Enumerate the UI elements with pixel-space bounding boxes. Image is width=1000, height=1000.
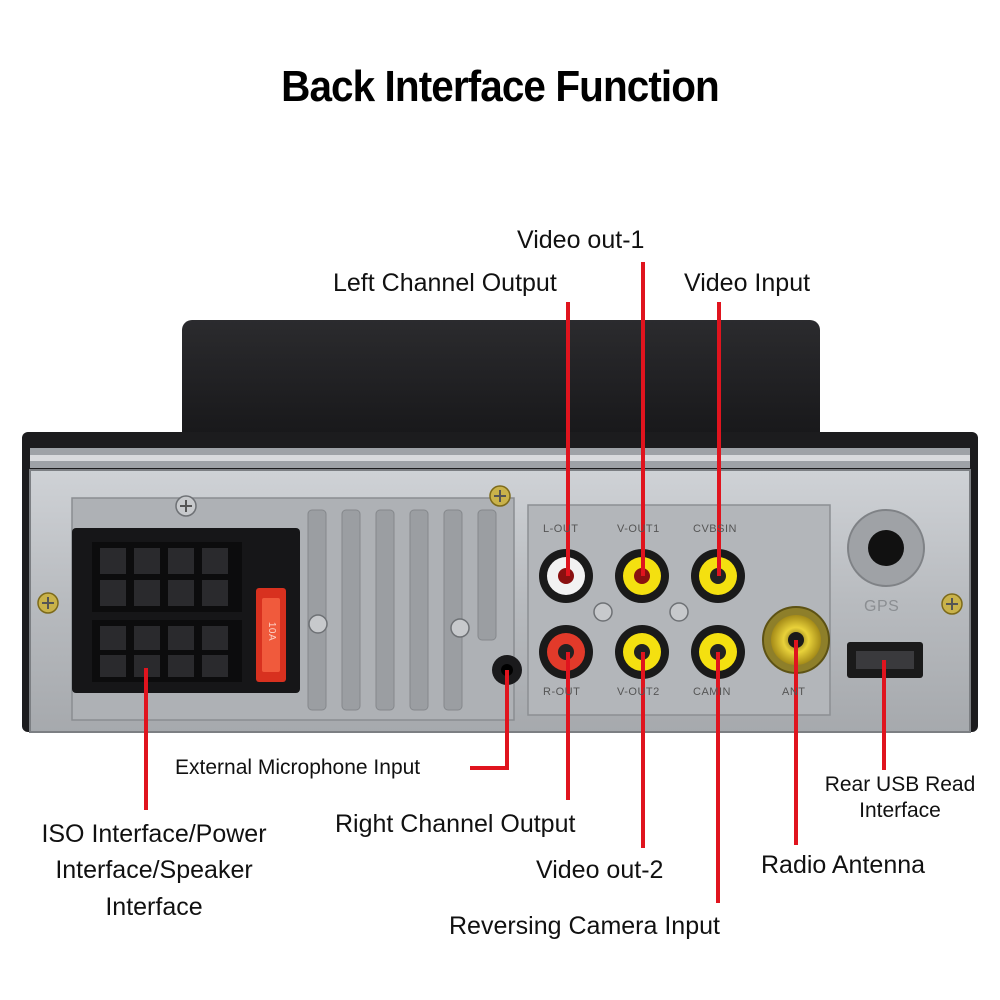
label-iso-interface: ISO Interface/Power Interface/Speaker In…: [20, 816, 288, 925]
label-video-out-2: Video out-2: [536, 856, 664, 884]
label-iso-interface-line3: Interface: [105, 892, 203, 921]
top-tray: [182, 320, 820, 460]
label-external-microphone-input: External Microphone Input: [175, 756, 421, 779]
marking-v-out1: V-OUT1: [617, 523, 660, 535]
label-right-channel-output: Right Channel Output: [335, 810, 576, 838]
label-rear-usb-line2: Interface: [859, 799, 941, 823]
label-radio-antenna: Radio Antenna: [761, 851, 926, 879]
marking-ant: ANT: [782, 686, 806, 698]
marking-v-out2: V-OUT2: [617, 686, 660, 698]
marking-cvbsin: CVBSIN: [693, 523, 737, 535]
label-iso-interface-line1: ISO Interface/Power: [41, 820, 267, 848]
label-rear-usb: Rear USB Read Interface: [812, 772, 988, 825]
label-left-channel-output: Left Channel Output: [333, 269, 557, 297]
label-video-out-1: Video out-1: [517, 226, 645, 254]
label-reversing-camera-input: Reversing Camera Input: [449, 912, 720, 940]
label-rear-usb-line1: Rear USB Read: [824, 773, 976, 796]
pointer-lines: [144, 262, 886, 903]
label-iso-interface-line2: Interface/Speaker: [55, 856, 253, 885]
iso-connector-icon: [72, 528, 300, 693]
gps-port-icon: [847, 509, 925, 587]
vent-slots: [307, 509, 497, 711]
page-title: Back Interface Function: [281, 62, 720, 111]
marking-camin: CAMIN: [693, 686, 731, 698]
marking-r-out: R-OUT: [543, 686, 581, 698]
marking-gps: GPS: [864, 598, 900, 615]
marking-fuse: 10A: [266, 621, 278, 642]
marking-l-out: L-OUT: [543, 523, 579, 535]
screw-icon: [175, 495, 689, 638]
label-video-input: Video Input: [684, 269, 811, 297]
